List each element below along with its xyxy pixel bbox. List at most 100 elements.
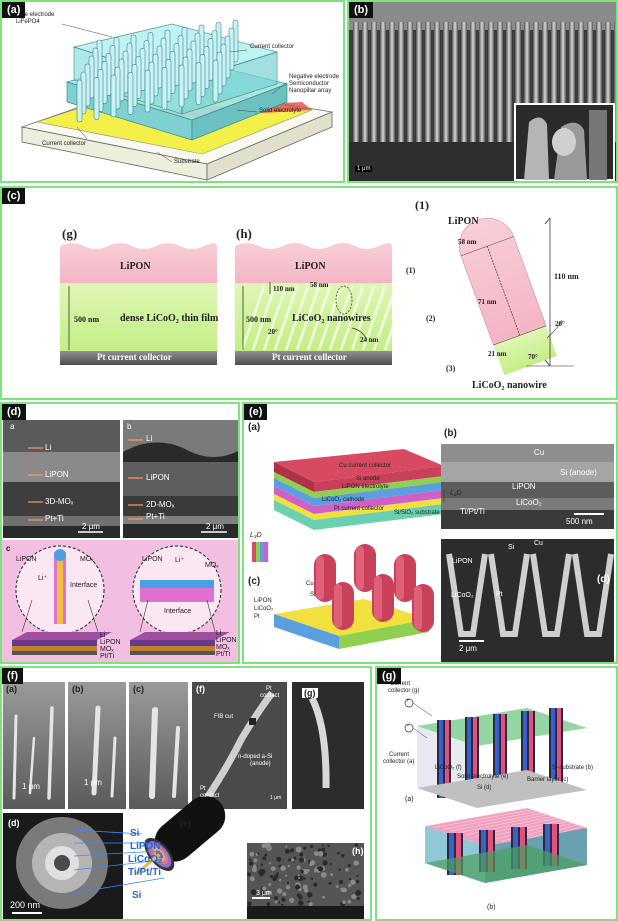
f-scale-b: 1 μm	[84, 778, 102, 787]
h-lipon: LiPON	[295, 261, 326, 272]
label-nanopillar: Nanopillar array	[289, 88, 332, 94]
g-barrier: Barrier layer (c)	[527, 777, 569, 783]
d-a-scale: 2 μm	[82, 522, 100, 531]
d-s-ptti2: Pt/Ti	[216, 651, 231, 658]
h-24nm: 24 nm	[360, 336, 379, 344]
g-licoo2: LiCoO₂ (f)	[435, 765, 462, 771]
f-sub-b: (b)	[72, 684, 84, 694]
label-lifepo4: LiFePO4	[16, 19, 40, 25]
label-current-collector: Current collector	[250, 44, 295, 50]
battery-3d-illustration	[20, 19, 334, 181]
h-58nm: 58 nm	[310, 281, 329, 289]
f-micrographs	[3, 682, 364, 919]
d-b-li: Li	[146, 434, 153, 443]
f-ptc2: Pt	[200, 786, 206, 792]
d-c-mox2: MOₓ	[205, 562, 219, 569]
d-a-lipon: LiPON	[45, 470, 69, 479]
panel-c-h-label: (h)	[236, 226, 252, 241]
r-71nm: 71 nm	[478, 298, 497, 306]
h-110nm: 110 nm	[273, 285, 295, 293]
d-a-mox: 3D-MOₓ	[45, 497, 74, 506]
d-s-lipon2: LiPON	[216, 637, 237, 644]
panel-f: (f)	[0, 666, 372, 921]
f-scale-f: 1 μm	[270, 795, 282, 801]
f-anode: (anode)	[250, 761, 271, 767]
d-c-li2: Li⁺	[175, 557, 185, 564]
panel-f-label: (f)	[2, 668, 23, 684]
e-b-scale: 500 nm	[566, 517, 593, 526]
e-d-cu: Cu	[534, 540, 543, 547]
f-scale-a: 1 μm	[22, 782, 40, 791]
f-sub-d: (d)	[8, 818, 20, 828]
g-sub-a: (a)	[405, 796, 414, 803]
f-sub-g: (g)	[302, 688, 318, 698]
panel-e: (e)	[242, 402, 618, 664]
panel-g-label: (g)	[377, 668, 402, 684]
d-a-ptti: Pt+Ti	[45, 514, 64, 523]
r-110nm: 110 nm	[554, 272, 579, 281]
panel-b-label: (b)	[349, 2, 374, 18]
g-500nm: 500 nm	[74, 315, 100, 324]
f-sub-e: (e)	[180, 818, 191, 828]
e-l3d: L₃D	[250, 532, 262, 539]
d-c-interface2: Interface	[164, 608, 192, 615]
g-lipon: LiPON	[120, 261, 151, 272]
g-dense-film: dense LiCoO₂ thin film	[120, 313, 219, 324]
panel-c: (c)	[0, 186, 618, 400]
d-b-scale: 2 μm	[206, 522, 224, 531]
h-20deg: 20°	[268, 328, 278, 336]
f-sub-h: (h)	[352, 846, 364, 856]
e-c-si: Si	[310, 592, 316, 598]
f-sub-a: (a)	[6, 684, 17, 694]
e-b-lipon: LiPON	[512, 482, 536, 491]
d-c-label: c	[6, 544, 11, 553]
g-cc-a: Current	[389, 752, 410, 758]
panel-a: (a)	[0, 0, 345, 183]
f-asi: n-doped a-Si	[238, 754, 273, 760]
e-illustration	[252, 444, 614, 662]
e-sub-b: (b)	[444, 428, 457, 439]
d-s-li: Li	[100, 632, 106, 639]
d-interface-schematic	[2, 540, 238, 662]
f-contact2: contact	[200, 793, 220, 799]
f-d-lipon: LiPON	[130, 841, 161, 852]
r-20deg: 20°	[555, 320, 565, 328]
e-c-licoo2: LiCoO₂	[254, 606, 274, 612]
f-sub-f: (f)	[196, 684, 205, 694]
g-plus: +	[406, 698, 410, 704]
label-current-collector-2: Current collector	[42, 141, 87, 147]
h-nanowires: LiCoO₂ nanowires	[292, 313, 371, 324]
label-solid-electrolyte: Solid electrolyte	[259, 108, 302, 114]
e-b-licoo2: LiCoO₂	[516, 498, 542, 507]
r-seg3: (3)	[446, 364, 456, 373]
f-fib: FIB cut	[214, 714, 234, 720]
label-substrate: Substrate	[174, 159, 200, 165]
g-electrolyte: Solid electrolyte (e)	[457, 774, 509, 780]
r-nanowire: LiCoO₂ nanowire	[472, 380, 547, 391]
e-d-si: Si	[508, 544, 515, 551]
e-b-tipt: Ti/Pt/Ti	[460, 507, 485, 516]
panel-c-label: (c)	[2, 188, 26, 204]
nanopillar-array	[76, 19, 239, 123]
panel-b-scale: 1 μm	[355, 166, 373, 172]
g-3d-schematic	[404, 698, 587, 883]
d-c-lipon: LiPON	[16, 556, 37, 563]
e-d-pt: Pt	[496, 591, 503, 598]
e-sub-c: (c)	[248, 576, 261, 587]
e-licoo2-cath: LiCoO₂ cathode	[322, 497, 365, 503]
g-si-sub: Si-substrate (b)	[552, 765, 594, 771]
e-c-cu: Cu	[306, 581, 314, 587]
e-cu-cc: Cu current collector	[339, 463, 392, 469]
label-neg-electrode: Negative electrode	[289, 74, 340, 80]
d-c-lipon2: LiPON	[142, 556, 163, 563]
f-d-tiptti: Ti/Pt/Ti	[128, 867, 161, 878]
f-h-scale: 3 μm	[256, 890, 272, 897]
f-sub-c: (c)	[133, 684, 144, 694]
r-70deg: 70°	[528, 353, 538, 361]
panel-c-i-label: (1)	[415, 198, 429, 212]
panel-g: (g) Current collector (g) + − Current co…	[375, 666, 618, 921]
d-b-ptti: Pt+Ti	[146, 512, 165, 521]
d-b-mox: 2D-MOₓ	[146, 500, 175, 509]
panel-a-label: (a)	[2, 2, 26, 18]
panel-d: (d) a b Li LiPON 3D-	[0, 402, 240, 664]
